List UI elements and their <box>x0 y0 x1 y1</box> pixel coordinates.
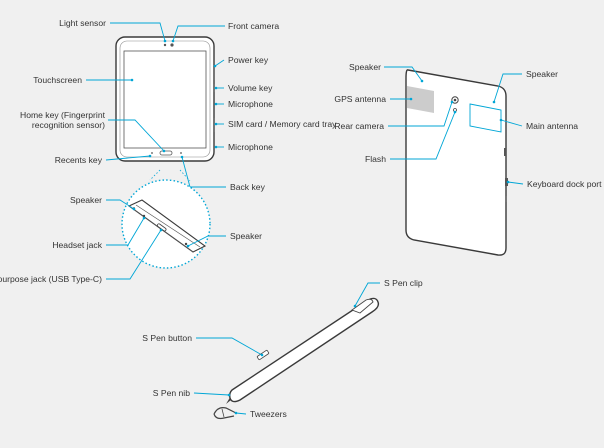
pen-leader-lines <box>193 282 380 415</box>
side-keys <box>213 66 215 80</box>
rear-leader-lines <box>384 66 524 185</box>
multipurpose-jack-label: Multipurpose jack (USB Type-C) <box>0 274 102 284</box>
rear-camera-label: Rear camera <box>334 121 384 131</box>
home-key-shape <box>159 150 173 156</box>
main-antenna-area <box>469 103 502 133</box>
s-pen-clip-label: S Pen clip <box>384 278 423 288</box>
pen-labels: S Pen clip S Pen button S Pen nib Tweeze… <box>142 278 423 419</box>
tweezers-label: Tweezers <box>250 409 287 419</box>
light-sensor-dot <box>163 43 167 47</box>
bottom-speaker-right-label: Speaker <box>230 231 262 241</box>
flash-label: Flash <box>365 154 386 164</box>
headset-jack-label: Headset jack <box>52 240 102 250</box>
microphone-side-label: Microphone <box>228 142 273 152</box>
keyboard-dock-port-label: Keyboard dock port <box>527 179 602 189</box>
rear-speaker-left-label: Speaker <box>349 62 381 72</box>
recents-key-label: Recents key <box>55 155 103 165</box>
bottom-edge-detail <box>121 169 211 269</box>
bottom-leader-lines <box>106 199 226 280</box>
gps-antenna-area <box>407 86 434 113</box>
front-camera-label: Front camera <box>228 21 279 31</box>
bottom-labels: Speaker Speaker Headset jack Multipurpos… <box>0 195 262 284</box>
s-pen <box>226 297 380 404</box>
rear-speaker-right-label: Speaker <box>526 69 558 79</box>
s-pen-nib-label: S Pen nib <box>153 388 190 398</box>
volume-key-label: Volume key <box>228 83 273 93</box>
touchscreen-label: Touchscreen <box>33 75 82 85</box>
home-key-label-line2: recognition sensor) <box>32 120 105 130</box>
touchscreen-area <box>123 50 207 149</box>
main-antenna-label: Main antenna <box>526 121 578 131</box>
front-labels: Light sensor Front camera Power key Touc… <box>20 18 337 192</box>
front-camera-lens <box>170 43 174 47</box>
keyboard-dock-port-shape <box>505 178 508 186</box>
s-pen-button-label: S Pen button <box>142 333 192 343</box>
light-sensor-label: Light sensor <box>59 18 106 28</box>
sim-tray-label: SIM card / Memory card tray <box>228 119 337 129</box>
home-key-label-line1: Home key (Fingerprint <box>20 110 106 120</box>
tweezers <box>213 407 237 420</box>
microphone-top-label: Microphone <box>228 99 273 109</box>
rear-labels: Speaker Speaker GPS antenna Rear camera … <box>334 62 602 189</box>
back-key-label: Back key <box>230 182 266 192</box>
tablet-front-view <box>115 36 215 162</box>
tablet-rear-view <box>405 69 508 256</box>
gps-antenna-label: GPS antenna <box>334 94 386 104</box>
front-leader-lines <box>86 22 226 188</box>
bottom-speaker-left-label: Speaker <box>70 195 102 205</box>
power-key-label: Power key <box>228 55 269 65</box>
